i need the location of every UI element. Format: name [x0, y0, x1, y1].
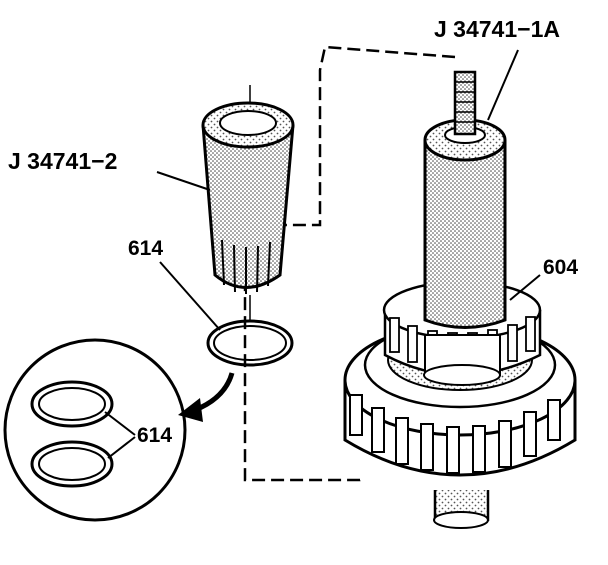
- seal-detail-circle: [3, 338, 187, 522]
- tool-j34741-1a: [423, 70, 507, 329]
- tool-j34741-2: [201, 85, 295, 320]
- leader-tool-1a: [487, 49, 519, 121]
- detail-arrowhead: [178, 398, 203, 422]
- leader-housing: [509, 274, 541, 301]
- label-seal-detail-614: 614: [137, 424, 173, 447]
- housing-604: [343, 280, 577, 529]
- label-tool-j34741-1a: J 34741−1A: [434, 16, 560, 42]
- label-housing-604: 604: [543, 256, 579, 279]
- label-tool-j34741-2: J 34741−2: [8, 148, 118, 174]
- leader-seal-top: [159, 261, 221, 331]
- leader-tool-2: [156, 171, 211, 191]
- label-seal-614: 614: [128, 237, 164, 260]
- leader-seal-detail-b: [107, 436, 136, 459]
- leader-seal-detail-a: [104, 411, 136, 436]
- seal-ring-614: [206, 319, 294, 367]
- leader-lines: [104, 49, 541, 459]
